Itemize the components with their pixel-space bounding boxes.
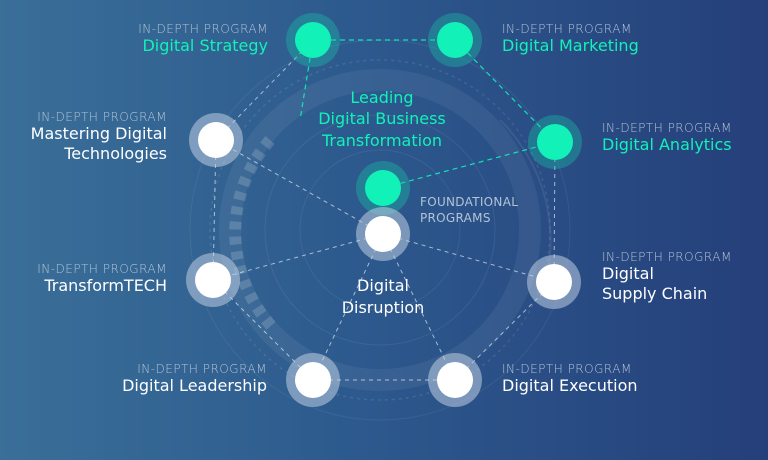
node-digital-leadership[interactable] [286,353,340,407]
segmented-arc [229,136,280,335]
program-title: Digital Strategy [142,36,268,56]
label-transformtech: IN-DEPTH PROGRAM TransformTECH [37,262,167,296]
node-digital-marketing[interactable] [428,13,482,67]
label-digital-analytics: IN-DEPTH PROGRAM Digital Analytics [602,121,732,155]
mid-ring [264,114,496,346]
label-mastering-digital-technologies: IN-DEPTH PROGRAM Mastering Digital Techn… [31,110,167,163]
label-digital-supply-chain: IN-DEPTH PROGRAM Digital Supply Chain [602,250,732,303]
program-title: Digital Supply Chain [602,264,708,303]
dotted-ring [209,59,551,401]
node-digital-disruption[interactable] [356,207,410,261]
program-kicker: IN-DEPTH PROGRAM [602,121,732,135]
inner-ring [299,149,461,311]
node-mastering-digital-technologies[interactable] [189,113,243,167]
program-kicker: IN-DEPTH PROGRAM [502,362,632,376]
program-kicker: IN-DEPTH PROGRAM [37,262,167,276]
foundational-programs-label: FOUNDATIONAL PROGRAMS [420,195,519,225]
label-digital-leadership: IN-DEPTH PROGRAM Digital Leadership [122,362,267,396]
digital-disruption-label: Digital Disruption [341,276,425,317]
node-digital-strategy[interactable] [286,13,340,67]
program-title: Digital Leadership [122,376,267,396]
node-transformtech[interactable] [186,253,240,307]
program-kicker: IN-DEPTH PROGRAM [138,22,268,36]
node-leading-transformation[interactable] [356,161,410,215]
program-title: Digital Analytics [602,135,732,155]
label-digital-marketing: IN-DEPTH PROGRAM Digital Marketing [502,22,639,56]
program-title: TransformTECH [44,276,167,296]
label-digital-strategy: IN-DEPTH PROGRAM Digital Strategy [138,22,268,56]
node-digital-analytics[interactable] [528,115,582,169]
program-title: Mastering Digital Technologies [30,124,167,163]
program-title: Digital Execution [502,376,638,396]
node-digital-supply-chain[interactable] [527,255,581,309]
center-title: Leading Digital Business Transformation [318,88,446,150]
program-title: Digital Marketing [502,36,639,56]
node-digital-execution[interactable] [428,353,482,407]
program-kicker: IN-DEPTH PROGRAM [37,110,167,124]
program-kicker: IN-DEPTH PROGRAM [502,22,632,36]
program-kicker: IN-DEPTH PROGRAM [137,362,267,376]
program-kicker: IN-DEPTH PROGRAM [602,250,732,264]
label-digital-execution: IN-DEPTH PROGRAM Digital Execution [502,362,638,396]
